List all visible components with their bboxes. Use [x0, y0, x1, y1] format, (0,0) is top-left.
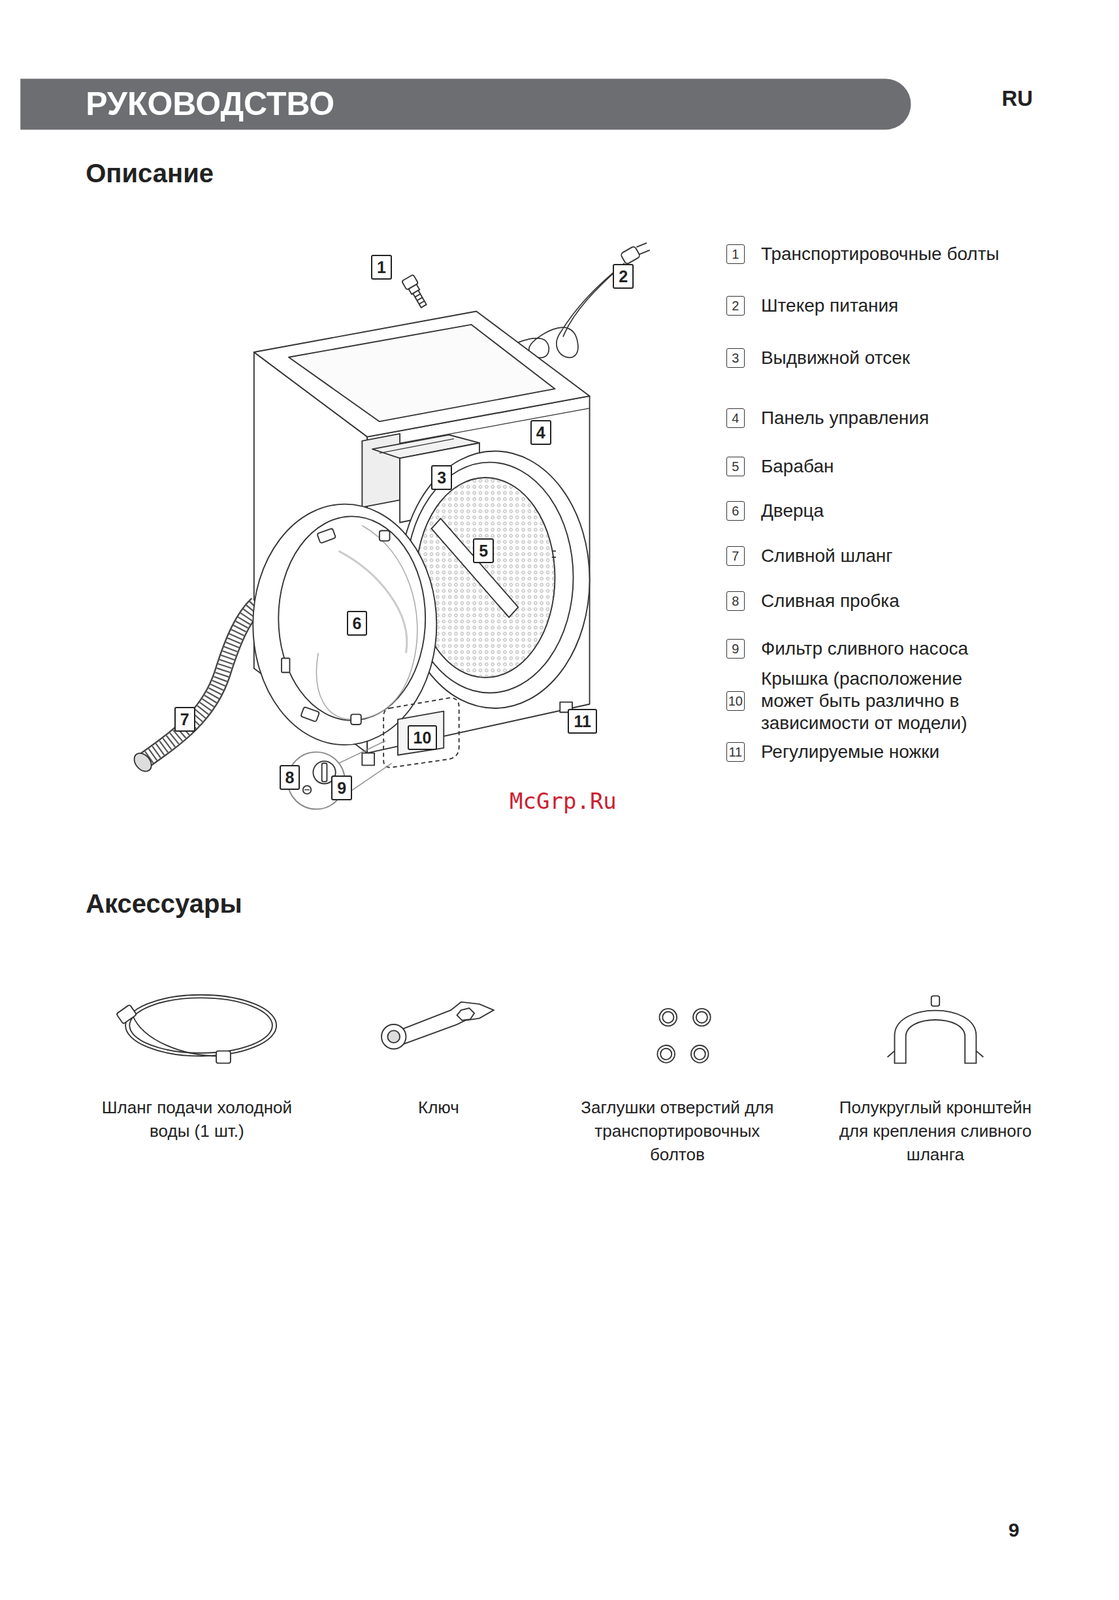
legend-number: 9 [726, 638, 745, 659]
legend-number: 3 [726, 348, 745, 368]
legend-number: 11 [726, 742, 745, 762]
watermark: McGrp.Ru [509, 787, 617, 814]
page-title: РУКОВОДСТВО [85, 84, 335, 123]
callout-number: 7 [174, 706, 196, 732]
part-name: Сливной шланг [761, 544, 1098, 568]
callout-number: 4 [530, 420, 552, 445]
part-name: Регулируемые ножки [761, 740, 1098, 763]
callout-number: 5 [472, 538, 494, 564]
callout-number: 3 [431, 465, 453, 490]
accessory-caption: Полукруглый кронштейн для крепления слив… [823, 1095, 1048, 1167]
part-name: Панель управления [761, 406, 1098, 430]
page-number: 9 [1008, 1518, 1020, 1541]
part-name: Фильтр сливного насоса [761, 637, 1098, 660]
accessory-caption: Шланг подачи холодной воды (1 шт.) [99, 1095, 294, 1143]
part-name: Барабан [761, 455, 1098, 478]
legend-number: 10 [726, 691, 745, 711]
part-name: Транспортировочные болты [761, 243, 1098, 266]
header-band [20, 78, 911, 130]
legend-number: 7 [726, 546, 745, 566]
callout-number: 10 [407, 725, 438, 750]
section-heading: Описание [85, 158, 214, 189]
accessory-caption: Ключ [377, 1095, 500, 1119]
legend-number: 2 [726, 295, 745, 316]
part-name: Сливная пробка [761, 589, 1098, 613]
section-heading: Аксессуары [85, 889, 242, 919]
part-name: Штекер питания [761, 294, 1098, 317]
legend-number: 1 [726, 244, 745, 264]
legend-number: 6 [726, 501, 745, 521]
callout-number: 8 [279, 764, 301, 790]
machine-drawing [130, 243, 650, 810]
part-name: Крышка (расположение может быть различно… [761, 667, 1006, 735]
legend-number: 8 [726, 591, 745, 611]
part-name: Выдвижной отсек [761, 346, 1098, 370]
callout-number: 1 [371, 254, 392, 280]
accessories-drawing [116, 994, 984, 1064]
callout-number: 2 [612, 263, 634, 289]
accessory-caption: Заглушки отверстий для транспортировочны… [567, 1095, 788, 1167]
callout-number: 6 [346, 610, 368, 636]
language-code: RU [1001, 86, 1033, 112]
legend-number: 5 [726, 456, 745, 477]
callout-number: 11 [567, 708, 597, 734]
part-name: Дверца [761, 499, 1098, 522]
callout-number: 9 [331, 775, 353, 801]
legend-number: 4 [726, 408, 745, 428]
